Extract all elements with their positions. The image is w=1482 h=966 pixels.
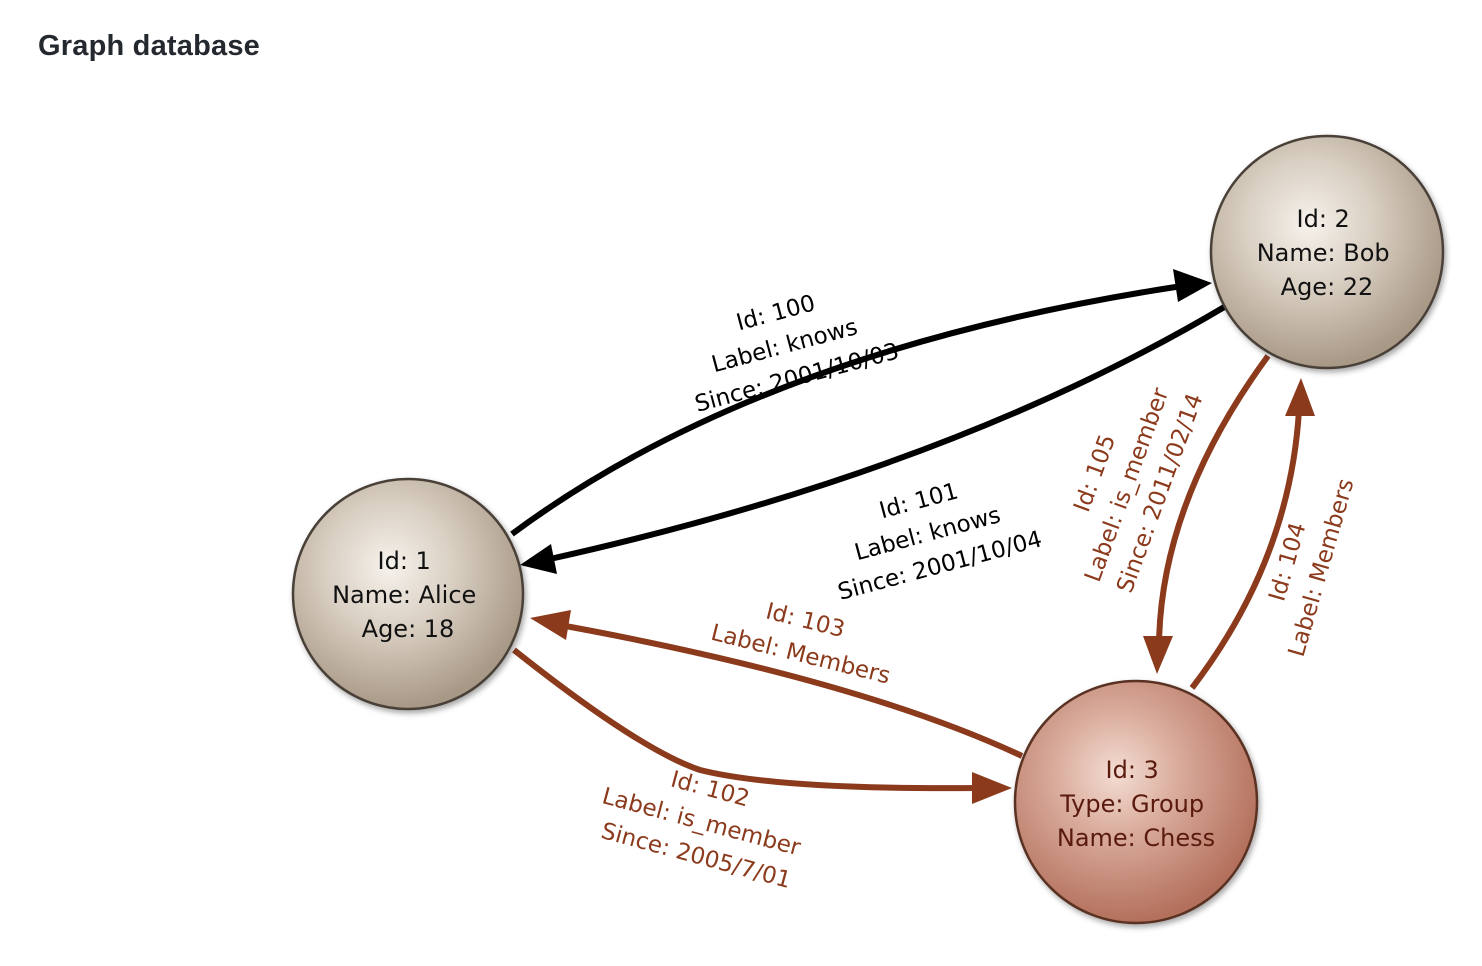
edge-101-line [549, 303, 1228, 562]
node-chess: Id: 3 Type: Group Name: Chess [1013, 679, 1259, 925]
edge-103-arrowhead [530, 610, 571, 640]
edge-102-arrowhead [972, 772, 1012, 804]
edge-101-arrowhead [520, 544, 557, 574]
edge-103-line [559, 622, 1024, 759]
node-chess-label-line: Name: Chess [1057, 824, 1215, 852]
edge-102-line [512, 647, 981, 792]
node-chess-label-line: Id: 3 [1106, 756, 1159, 784]
edge-101-label: Id: 101 Label: knows Since: 2001/10/04 [818, 461, 1045, 606]
node-alice-label-line: Age: 18 [362, 615, 455, 643]
edge-100-arrowhead [1173, 269, 1212, 302]
node-bob-label-line: Age: 22 [1281, 273, 1374, 301]
node-bob-label-line: Id: 2 [1297, 205, 1350, 233]
edge-105-line [1156, 354, 1271, 643]
node-alice-label-line: Id: 1 [378, 547, 431, 575]
node-alice-label: Id: 1 Name: Alice Age: 18 [332, 547, 484, 643]
edge-103-label: Id: 103 Label: Members [708, 587, 901, 690]
edge-104-arrowhead [1285, 378, 1315, 416]
edge-105-label: Id: 105 Label: is_member Since: 2011/02/… [1048, 366, 1209, 597]
node-bob-label-line: Name: Bob [1257, 239, 1390, 267]
edge-105-arrowhead [1143, 636, 1173, 674]
node-bob: Id: 2 Name: Bob Age: 22 [1209, 134, 1445, 370]
page-title: Graph database [38, 30, 260, 62]
node-chess-label-line: Type: Group [1059, 790, 1204, 818]
node-chess-circle [1013, 679, 1259, 925]
node-chess-label: Id: 3 Type: Group Name: Chess [1057, 756, 1215, 852]
node-bob-circle [1209, 134, 1445, 370]
edge-100-line [510, 283, 1183, 537]
node-bob-label: Id: 2 Name: Bob Age: 22 [1257, 205, 1398, 301]
edges [510, 269, 1315, 804]
node-alice-circle [291, 477, 525, 711]
node-alice: Id: 1 Name: Alice Age: 18 [291, 477, 525, 711]
node-alice-label-line: Name: Alice [332, 581, 476, 609]
edge-104-line [1189, 409, 1302, 690]
edge-100-label: Id: 100 Label: knows Since: 2001/10/03 [675, 273, 902, 418]
